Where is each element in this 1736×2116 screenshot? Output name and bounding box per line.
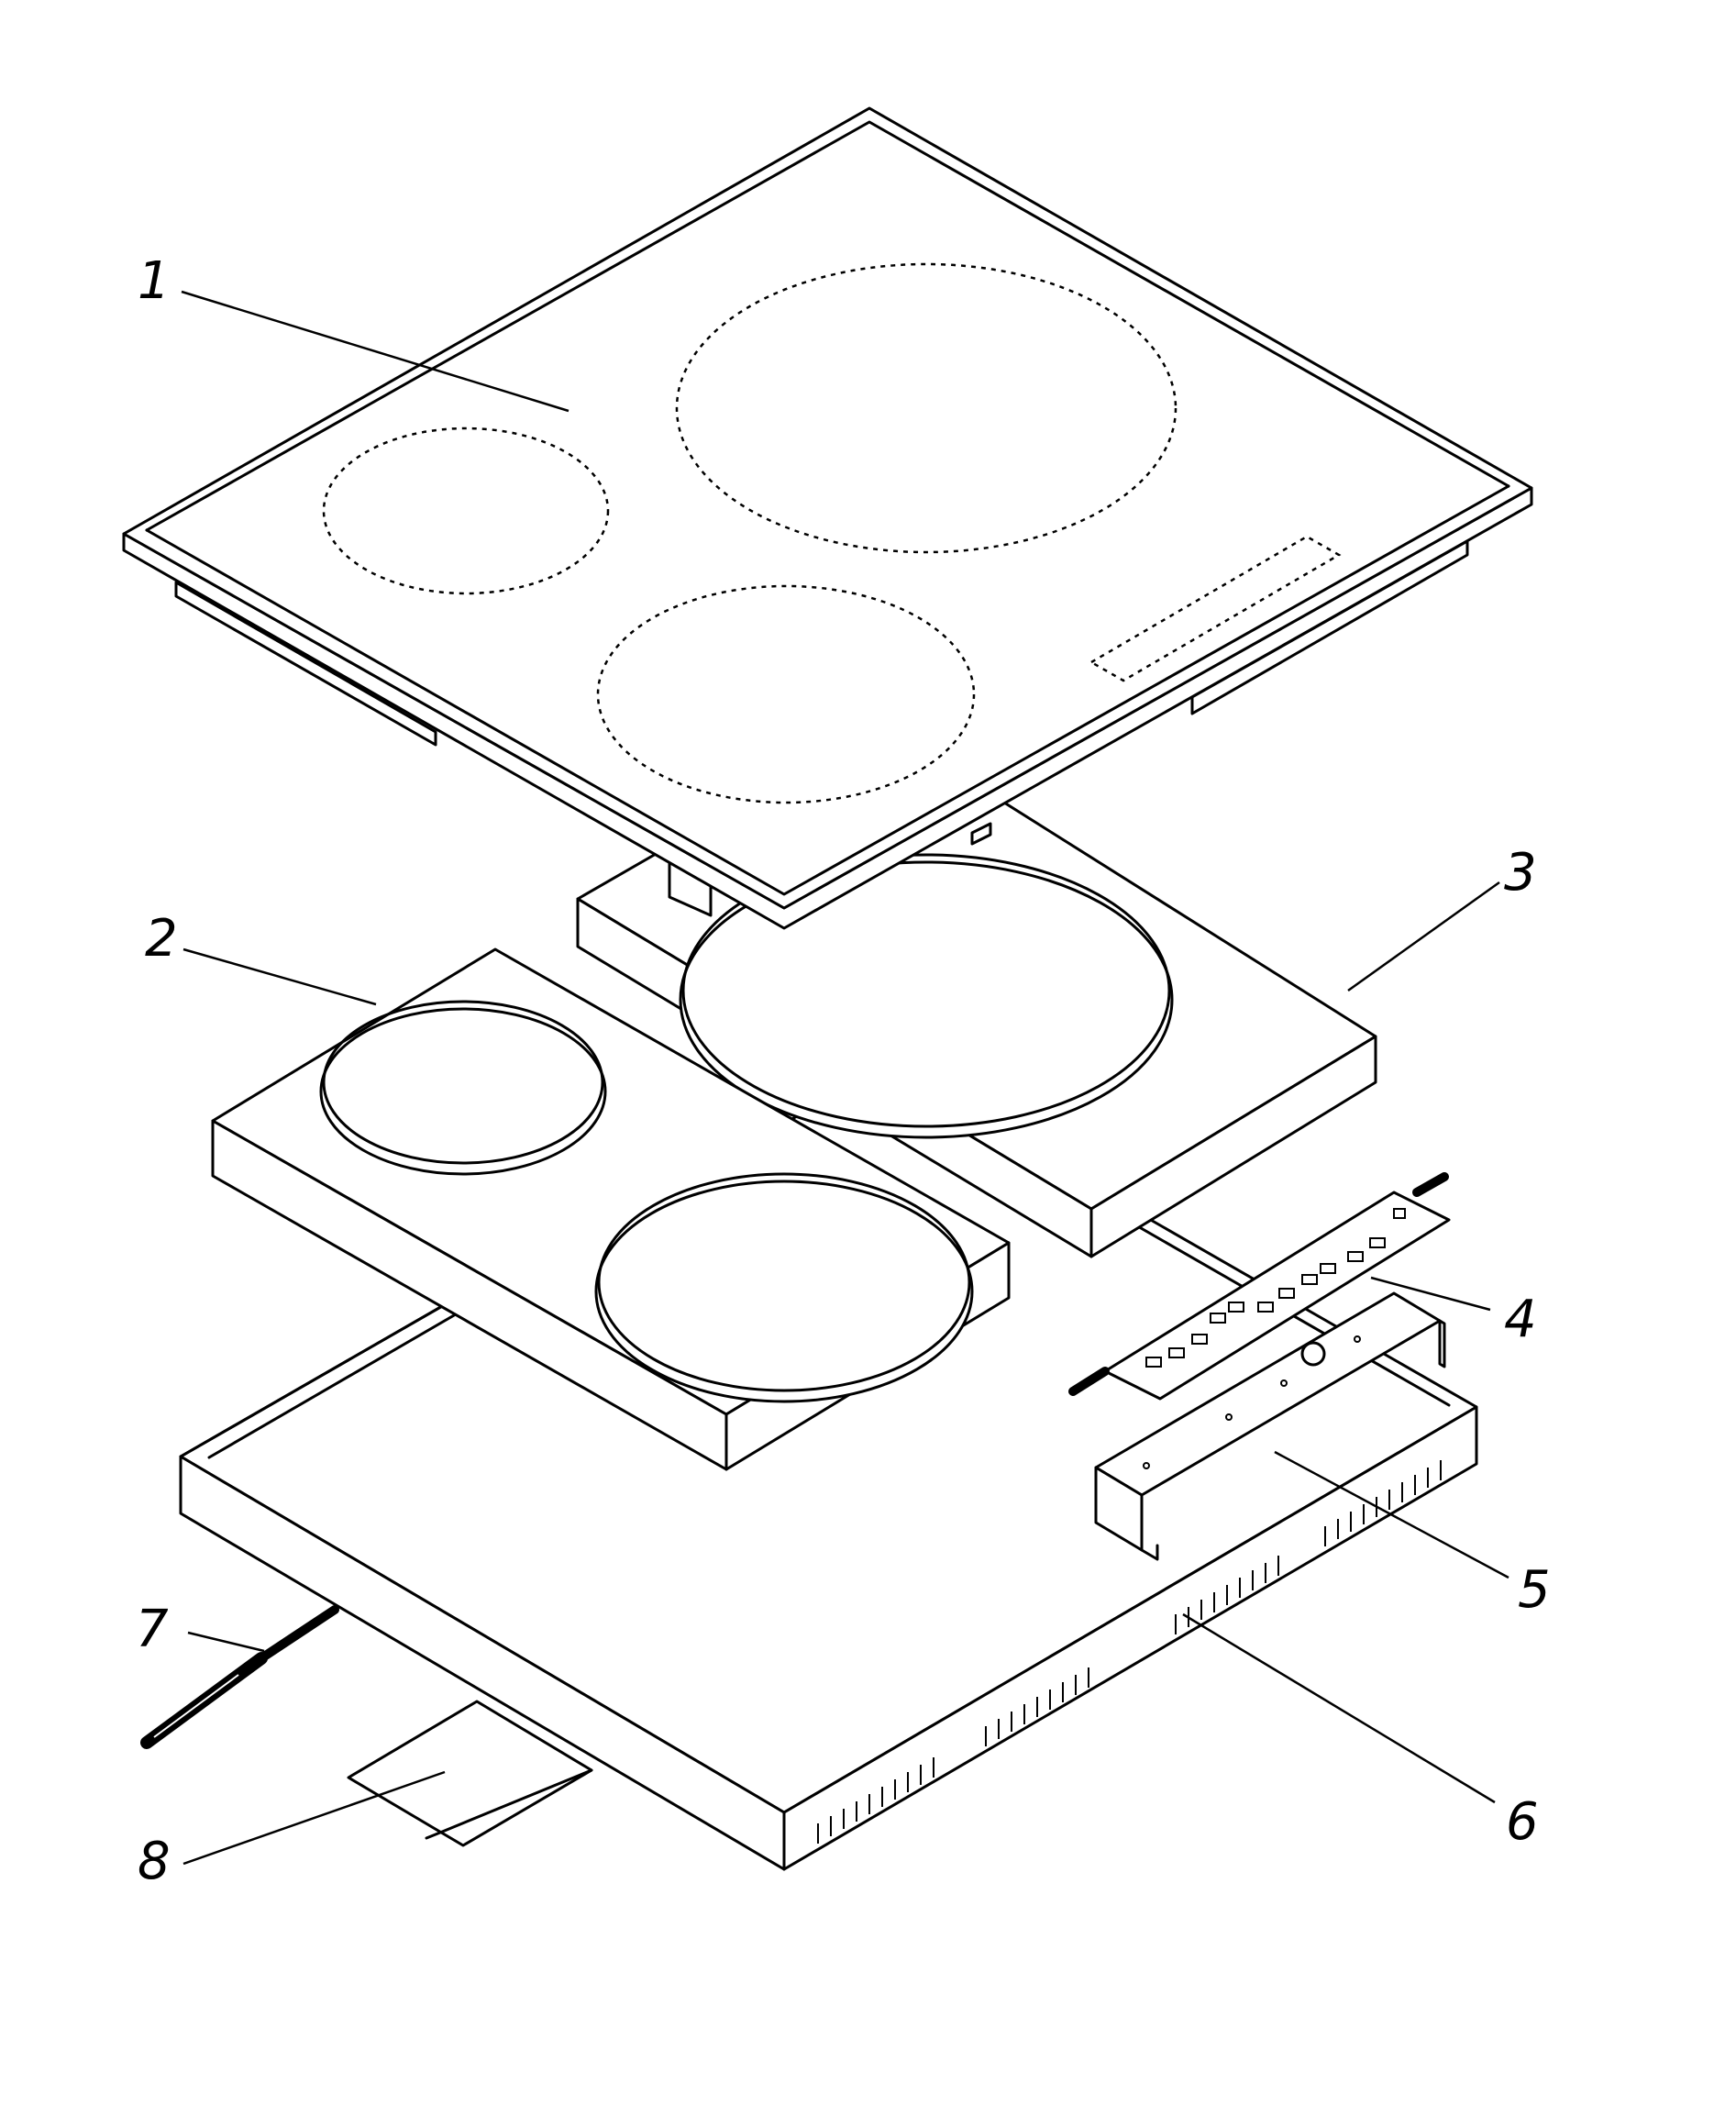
zone-medium-outline	[596, 584, 976, 804]
vent-slots	[817, 1460, 1442, 1844]
label-6: 6	[1506, 1792, 1539, 1852]
label-5: 5	[1518, 1560, 1551, 1620]
power-cable	[140, 1605, 339, 1749]
label-3: 3	[1504, 843, 1537, 903]
part-labels: 1 2 3 4 5 6 7 8	[136, 251, 1551, 1891]
control-pcb	[1068, 1172, 1451, 1401]
zone-large-outline	[675, 262, 1178, 554]
control-bracket	[1094, 1291, 1446, 1561]
glass-top	[122, 106, 1533, 930]
leader-lines	[181, 290, 1509, 1866]
label-2: 2	[145, 909, 178, 969]
bottom-housing	[179, 1058, 1478, 1871]
zone-small-outline	[322, 427, 610, 595]
dual-coil-block	[211, 947, 1011, 1471]
label-7: 7	[136, 1600, 169, 1659]
label-1: 1	[138, 251, 171, 311]
pcb-components	[1145, 1208, 1406, 1368]
control-area-outline	[1089, 535, 1342, 682]
bottom-plate	[347, 1700, 593, 1847]
label-4: 4	[1504, 1290, 1537, 1349]
label-8: 8	[138, 1832, 171, 1891]
